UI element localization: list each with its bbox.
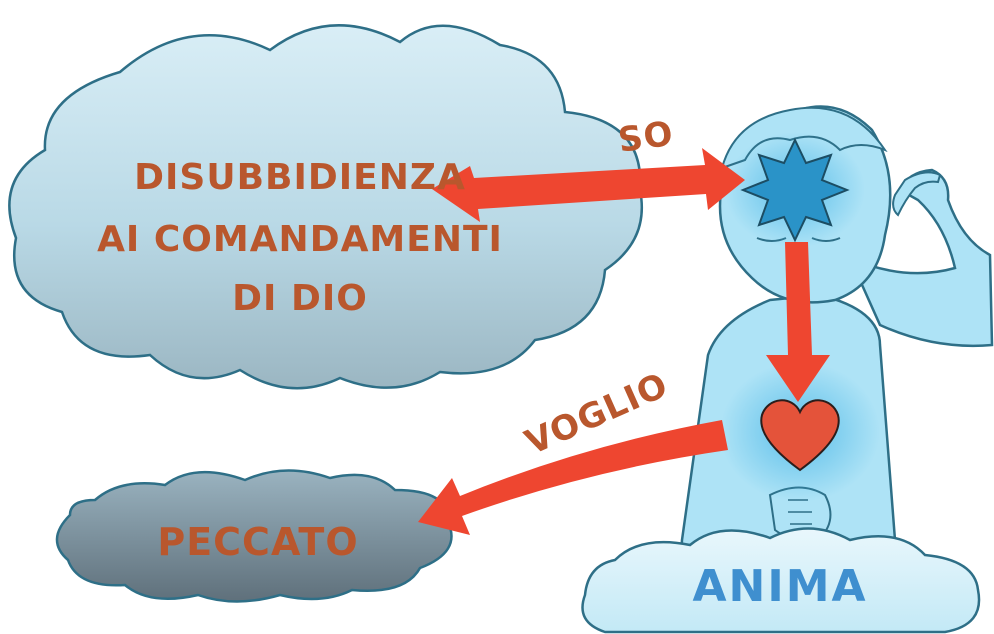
star-icon bbox=[740, 137, 850, 243]
cloud-text-line2: AI COMANDAMENTI bbox=[97, 219, 503, 260]
arrow-voglio bbox=[418, 420, 728, 535]
label-so: SO bbox=[616, 114, 676, 161]
cloud-text-line3: DI DIO bbox=[232, 278, 368, 319]
cloud-disubbidienza bbox=[8, 24, 644, 390]
cloud-peccato bbox=[55, 469, 453, 603]
heart-icon bbox=[760, 399, 840, 472]
arrow-down bbox=[766, 242, 830, 402]
peccato-text: PECCATO bbox=[157, 520, 358, 564]
cloud-text-line1: DISUBBIDIENZA bbox=[134, 157, 466, 198]
arrow-so bbox=[432, 148, 745, 222]
cloud-anima bbox=[581, 527, 981, 634]
anima-text: ANIMA bbox=[692, 561, 867, 612]
